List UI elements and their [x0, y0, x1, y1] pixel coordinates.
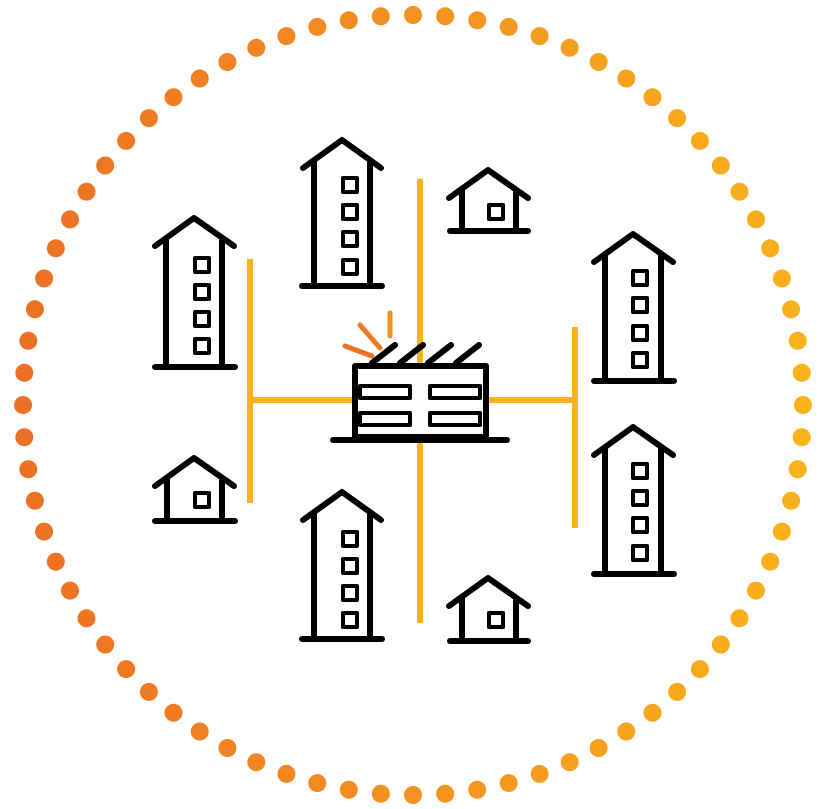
- ring-dot: [690, 131, 709, 150]
- ring-dot: [711, 156, 730, 175]
- ring-dot: [308, 17, 327, 36]
- ring-dot: [371, 784, 390, 803]
- ring-dot: [218, 53, 237, 71]
- ring-dot: [339, 780, 358, 799]
- ring-dot: [730, 182, 749, 201]
- ring-dot: [139, 109, 158, 128]
- house-icon: [446, 575, 531, 644]
- apartment-building-icon: [591, 424, 677, 577]
- sun-rays-icon: [342, 310, 393, 359]
- ring-dot: [404, 6, 422, 24]
- apartment-building-icon: [152, 215, 238, 370]
- ring-dot: [308, 774, 327, 793]
- ring-dot: [499, 774, 518, 793]
- ring-dot: [792, 363, 811, 382]
- apartment-building-icon: [591, 231, 677, 384]
- ring-dot: [61, 210, 79, 229]
- ring-dot: [15, 428, 34, 447]
- ring-dot: [139, 682, 158, 701]
- ring-dot: [96, 156, 115, 175]
- ring-dot: [747, 210, 765, 229]
- ring-dot: [15, 363, 34, 382]
- ring-dot: [19, 460, 38, 479]
- ring-dot: [35, 269, 54, 288]
- ring-dot: [436, 784, 455, 803]
- ring-dot: [371, 7, 390, 26]
- ring-dot: [772, 269, 791, 288]
- ring-dot: [247, 38, 266, 57]
- ring-dot: [617, 722, 636, 741]
- ring-dot: [782, 491, 801, 510]
- ring-dot: [530, 764, 549, 783]
- ring-dot: [530, 27, 549, 46]
- ring-dot: [690, 660, 709, 679]
- ring-dot: [25, 300, 44, 319]
- heating-pipes: [199, 179, 643, 623]
- ring-dot: [436, 7, 455, 26]
- ring-dot: [499, 17, 518, 36]
- ring-dot: [96, 635, 115, 654]
- ring-dot: [404, 786, 422, 804]
- ring-dot: [218, 739, 237, 757]
- ring-dot: [277, 764, 296, 783]
- ring-dot: [46, 552, 65, 571]
- ring-dot: [468, 11, 487, 30]
- ring-dot: [190, 722, 209, 741]
- ring-dot: [589, 739, 608, 757]
- ring-dot: [14, 396, 32, 414]
- ring-dot: [668, 109, 687, 128]
- ring-dot: [164, 88, 183, 107]
- dotted-circle-border: [14, 6, 812, 804]
- ring-dot: [589, 53, 608, 71]
- ring-dot: [794, 396, 812, 414]
- ring-dot: [117, 660, 136, 679]
- ring-dot: [730, 609, 749, 628]
- ring-dot: [77, 182, 96, 201]
- ring-dot: [25, 491, 44, 510]
- ring-dot: [117, 131, 136, 150]
- ring-dot: [560, 753, 579, 772]
- ring-dot: [339, 11, 358, 30]
- ring-dot: [247, 753, 266, 772]
- ring-dot: [190, 69, 209, 88]
- ring-dot: [711, 635, 730, 654]
- ring-dot: [468, 780, 487, 799]
- ring-dot: [560, 38, 579, 57]
- ring-dot: [747, 581, 765, 600]
- apartment-building-icon: [299, 137, 385, 289]
- ring-dot: [668, 682, 687, 701]
- ring-dot: [277, 27, 296, 46]
- ring-dot: [19, 331, 38, 350]
- ring-dot: [788, 331, 807, 350]
- ring-dot: [792, 428, 811, 447]
- house-icon: [152, 455, 238, 524]
- ring-dot: [77, 609, 96, 628]
- ring-dot: [617, 69, 636, 88]
- ring-dot: [46, 239, 65, 258]
- ring-dot: [761, 552, 780, 571]
- ring-dot: [643, 88, 662, 107]
- ring-dot: [788, 460, 807, 479]
- ring-dot: [35, 522, 54, 541]
- solar-plant-icon: [330, 342, 510, 443]
- ring-dot: [782, 300, 801, 319]
- apartment-building-icon: [299, 489, 385, 642]
- ring-dot: [761, 239, 780, 258]
- ring-dot: [61, 581, 79, 600]
- ring-dot: [164, 703, 183, 722]
- ring-dot: [643, 703, 662, 722]
- ring-dot: [772, 522, 791, 541]
- house-icon: [446, 167, 531, 234]
